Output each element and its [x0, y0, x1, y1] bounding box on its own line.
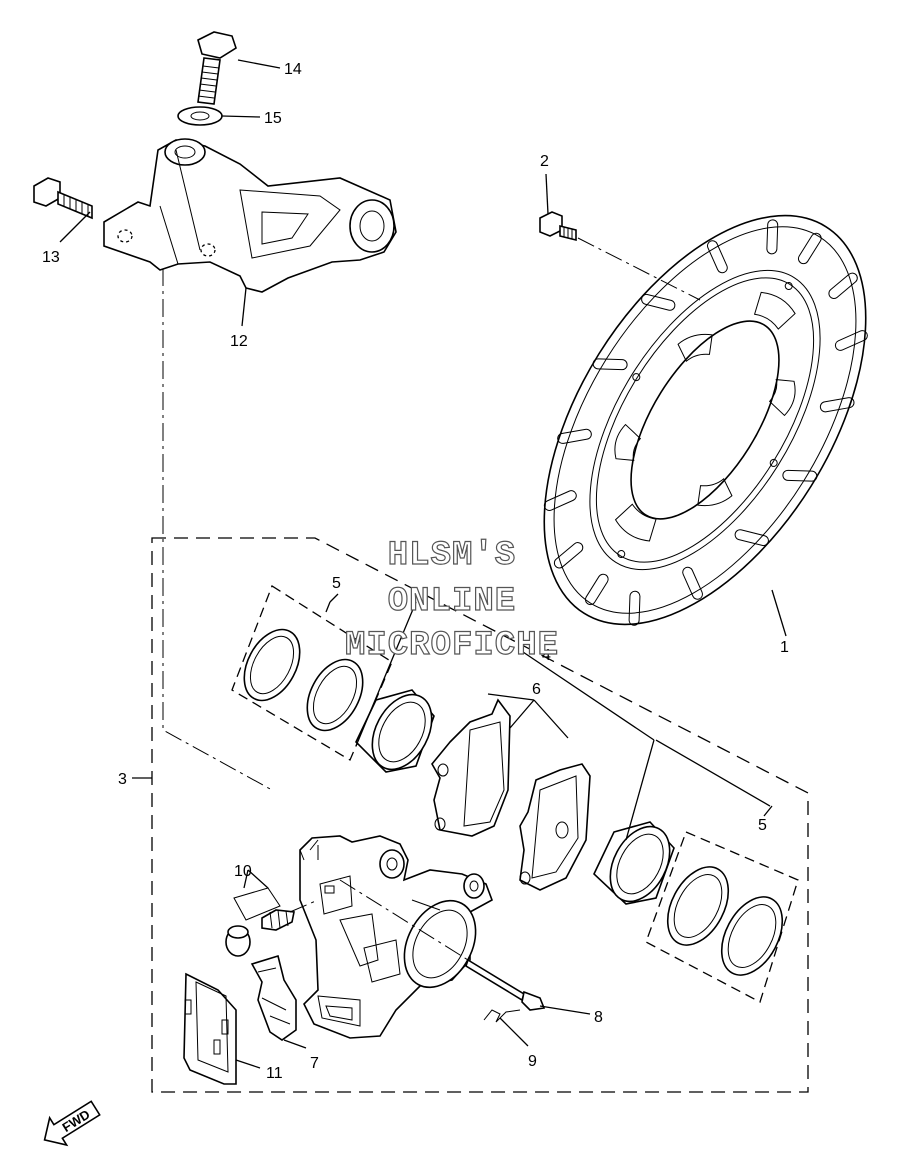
brake-pad-front: [431, 698, 511, 837]
callout-10: 10: [234, 863, 252, 880]
callout-11: 11: [266, 1065, 283, 1082]
bleed-screw: [225, 887, 319, 957]
bracket-bolt: [33, 177, 93, 220]
caliper-assembly-frame: [151, 537, 809, 1093]
watermark-line-2: ONLINE: [388, 583, 516, 621]
disc-bolt: [539, 211, 701, 301]
callout-1: 1: [780, 639, 789, 656]
pad-spring: [250, 954, 297, 1041]
callout-5-right: 5: [758, 817, 767, 834]
callout-15: 15: [264, 110, 282, 127]
pad-pin-clip: [483, 1009, 521, 1023]
watermark-line-3: MICROFICHE: [345, 627, 559, 665]
fwd-arrow-icon: FWD: [43, 1100, 101, 1147]
piston-left: [355, 689, 435, 773]
callout-8: 8: [594, 1009, 603, 1026]
leader-lines: [59, 59, 787, 1069]
callout-12: 12: [230, 333, 248, 350]
caliper-body: [299, 835, 493, 1039]
washer: [177, 106, 223, 126]
callout-13: 13: [42, 249, 60, 266]
brake-pad-rear: [519, 763, 591, 891]
pad-pin: [339, 879, 546, 1011]
caliper-bracket: [103, 138, 397, 293]
brake-disc: [543, 214, 868, 626]
watermark: HLSM'S ONLINE MICROFICHE: [344, 536, 559, 665]
piston-right: [593, 821, 675, 905]
callout-9: 9: [528, 1053, 537, 1070]
callout-6: 6: [532, 681, 541, 698]
callout-14: 14: [284, 61, 302, 78]
pad-shim: [183, 972, 237, 1085]
callout-4: 4: [542, 647, 551, 664]
alignment-line: [162, 268, 273, 791]
piston-seal-kit-left: [231, 585, 393, 761]
piston-seal-kit-right: [645, 831, 799, 1003]
mounting-bolt: [197, 31, 237, 105]
watermark-line-1: HLSM'S: [388, 537, 516, 575]
callout-2: 2: [540, 153, 549, 170]
callout-7: 7: [310, 1055, 319, 1072]
callout-3: 3: [118, 771, 127, 788]
callout-5-left: 5: [332, 575, 341, 592]
